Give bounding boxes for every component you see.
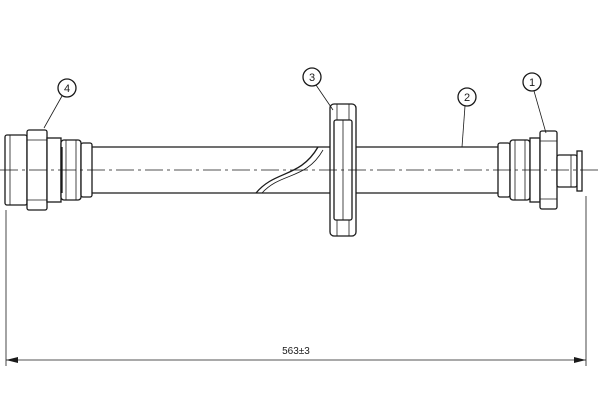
callout-4-label: 4 — [64, 83, 70, 95]
callout-4: 4 — [43, 78, 77, 129]
callout-3: 3 — [302, 67, 334, 111]
callout-2-label: 2 — [464, 92, 470, 104]
dimension-label: 563±3 — [282, 346, 310, 357]
callout-2: 2 — [457, 87, 477, 148]
callout-1: 1 — [522, 72, 547, 134]
left-fitting — [4, 129, 93, 211]
callout-1-label: 1 — [529, 77, 535, 89]
overall-dimension: 563±3 — [5, 196, 587, 366]
callout-3-label: 3 — [309, 72, 315, 84]
hose-body — [92, 146, 498, 194]
